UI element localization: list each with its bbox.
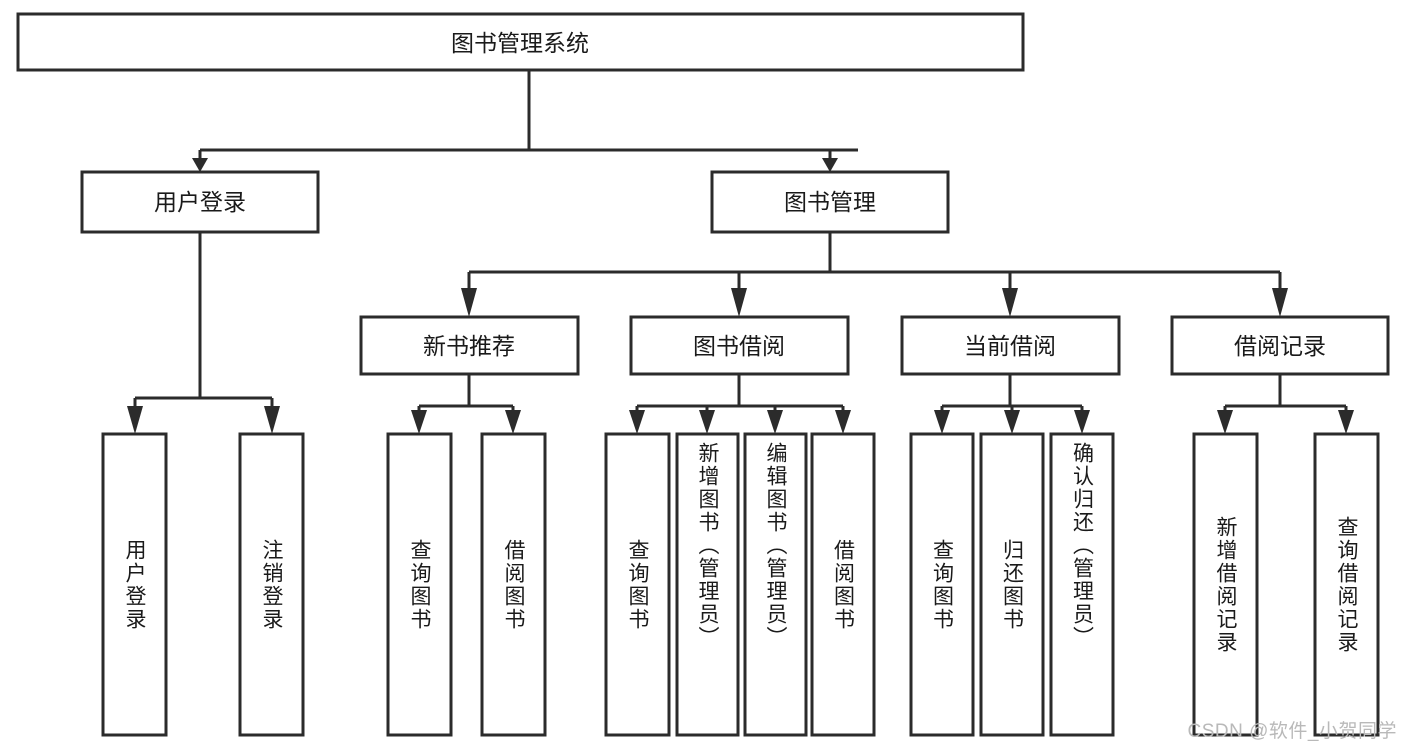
node-current-borrow-label: 当前借阅: [964, 333, 1056, 359]
arrow-to-current-borrow: [1002, 288, 1018, 317]
node-user-login-label: 用户登录: [154, 189, 246, 215]
arrow-to-leaf-edit-book: [767, 410, 783, 434]
arrow-to-leaf-query-book-2: [629, 410, 645, 434]
node-leaf-return-book-box[interactable]: [979, 432, 1045, 737]
arrow-to-leaf-confirm-return: [1074, 410, 1090, 434]
arrow-to-book-borrow: [731, 288, 747, 317]
node-root-label: 图书管理系统: [451, 30, 589, 56]
edge-bookmanage-bus: [467, 232, 1282, 293]
arrow-to-leaf-logout: [264, 406, 280, 434]
node-new-book-rec-label: 新书推荐: [423, 333, 515, 359]
node-layer: 图书管理系统 用户登录 图书管理 新书推荐 图书借阅 当前借阅 借阅记录: [16, 12, 1390, 737]
edge-newbook-bus: [417, 374, 515, 414]
node-leaf-logout-box[interactable]: [238, 432, 305, 737]
node-borrow-record-label: 借阅记录: [1234, 333, 1326, 359]
node-book-borrow-box[interactable]: [629, 315, 850, 376]
node-leaf-user-login-box[interactable]: [101, 432, 168, 737]
node-leaf-add-book-box[interactable]: [675, 432, 740, 737]
node-leaf-borrow-book-1-box[interactable]: [480, 432, 547, 737]
arrow-to-leaf-borrow-book-1: [505, 410, 521, 434]
node-book-manage-box[interactable]: [710, 170, 950, 234]
edge-userlogin-bus: [133, 232, 274, 412]
connector-layer: [133, 70, 1348, 414]
watermark-text: CSDN @软件_小贺同学: [1187, 721, 1397, 742]
node-leaf-confirm-return-box[interactable]: [1049, 432, 1115, 737]
node-book-borrow-label: 图书借阅: [693, 333, 785, 359]
arrow-to-book-manage: [822, 158, 838, 172]
arrow-to-leaf-query-book-3: [934, 410, 950, 434]
arrow-to-borrow-record: [1272, 288, 1288, 317]
arrow-to-leaf-add-book: [699, 410, 715, 434]
arrowhead-layer: [127, 158, 1354, 434]
node-leaf-query-book-1-box[interactable]: [386, 432, 453, 737]
node-leaf-query-book-2-box[interactable]: [604, 432, 671, 737]
arrow-to-leaf-add-record: [1217, 410, 1233, 434]
node-new-book-rec-box[interactable]: [359, 315, 580, 376]
node-leaf-edit-book-box[interactable]: [743, 432, 808, 737]
arrow-to-leaf-query-record: [1338, 410, 1354, 434]
edge-borrowrecord-bus: [1223, 374, 1348, 414]
node-current-borrow-box[interactable]: [900, 315, 1121, 376]
node-leaf-add-record-box[interactable]: [1192, 432, 1259, 737]
arrow-to-leaf-return-book: [1004, 410, 1020, 434]
edge-root-bus: [198, 70, 858, 168]
edge-currentborrow-bus: [940, 374, 1084, 414]
node-borrow-record-box[interactable]: [1170, 315, 1390, 376]
node-root-box[interactable]: [16, 12, 1025, 72]
node-leaf-query-record-box[interactable]: [1313, 432, 1380, 737]
arrow-to-new-book-rec: [461, 288, 477, 317]
arrow-to-user-login: [192, 158, 208, 172]
node-leaf-borrow-book-2-box[interactable]: [810, 432, 876, 737]
arrow-to-leaf-query-book-1: [411, 410, 427, 434]
arrow-to-leaf-user-login: [127, 406, 143, 434]
node-leaf-query-book-3-box[interactable]: [909, 432, 975, 737]
node-user-login-box[interactable]: [80, 170, 320, 234]
arrow-to-leaf-borrow-book-2: [835, 410, 851, 434]
node-book-manage-label: 图书管理: [784, 189, 876, 215]
edge-bookborrow-bus: [635, 374, 845, 414]
